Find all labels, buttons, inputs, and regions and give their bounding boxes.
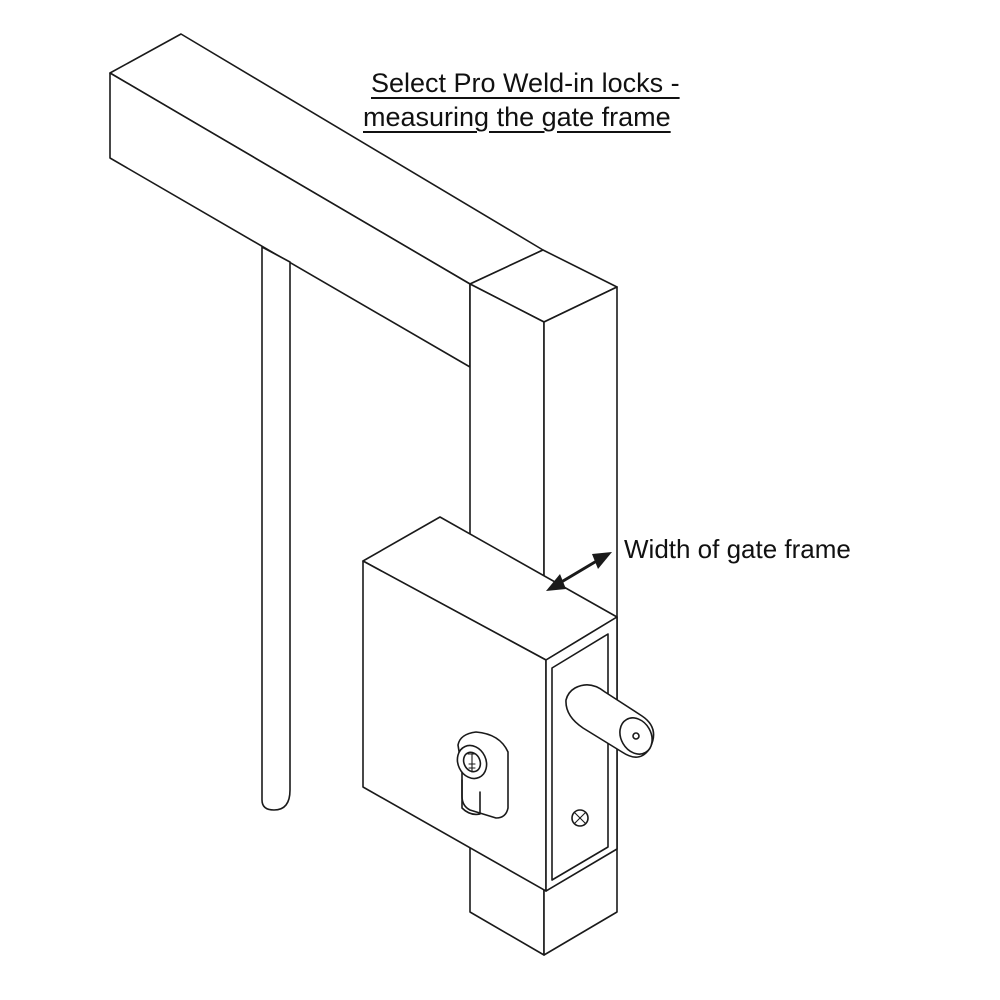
latch-bolt-end [619,717,653,755]
width-callout-label: Width of gate frame [624,534,851,564]
arrow-head-left [546,574,566,591]
faceplate-screw [571,809,589,827]
arrow-head-right [592,552,612,569]
latch-bolt-center-hole [632,732,640,740]
diagram-title: Select Pro Weld-in locks - measuring the… [363,66,713,134]
diagram-title-line-1: Select Pro Weld-in locks - [371,68,680,98]
latch-bolt [565,684,655,758]
faceplate-inner-edge [551,633,609,881]
lock-case-faceplate [545,616,618,892]
cylinder-cam-slot [461,779,481,816]
infill-bar-body [261,246,291,811]
screw-slot-b [574,812,586,824]
cylinder-core [462,751,482,773]
width-dimension-arrow [546,552,612,591]
key-icon [467,753,477,773]
infill-bar [261,246,291,811]
arrow-shaft [556,557,602,586]
diagram-title-line-2: measuring the gate frame [363,102,671,132]
top-rail [109,33,544,368]
euro-cylinder [456,731,509,819]
